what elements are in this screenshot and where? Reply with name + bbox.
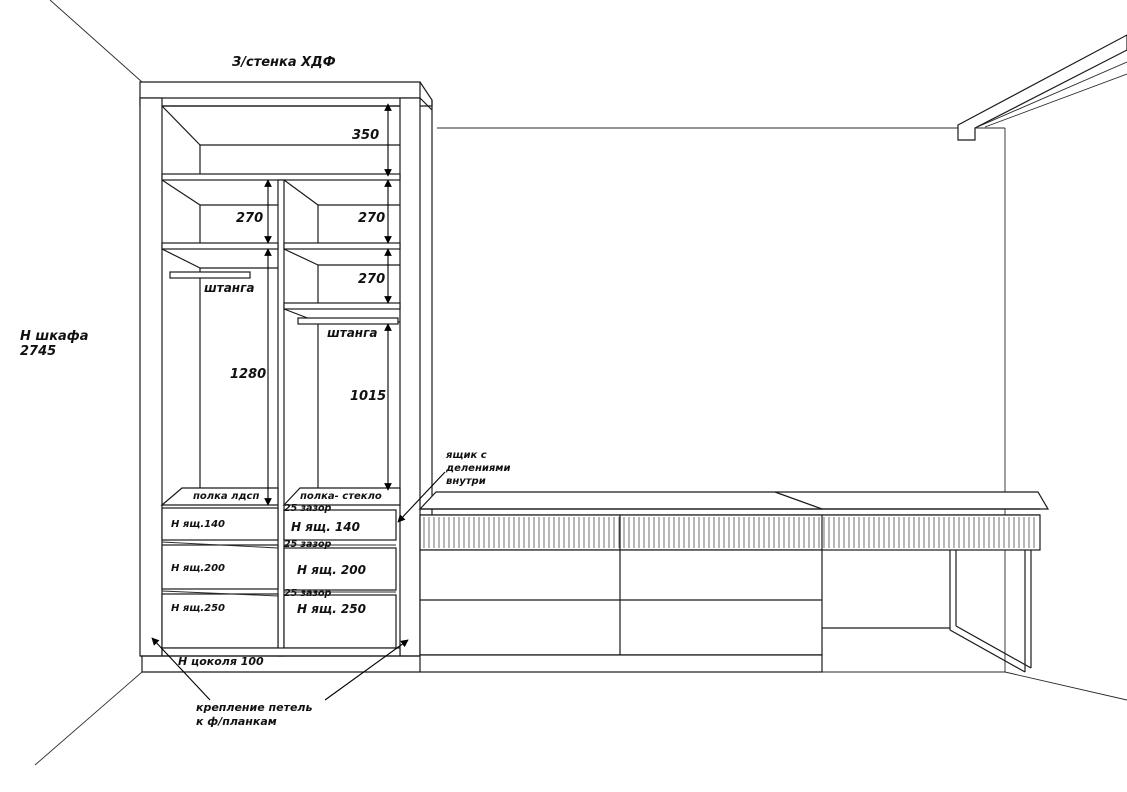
gap3-label: 25 зазор xyxy=(284,588,332,599)
rod-right-label: штанга xyxy=(327,326,377,340)
shelf-right-label: полка- стекло xyxy=(300,491,382,502)
dim-left-shelf: 270 xyxy=(236,211,263,226)
gap1-label: 25 зазор xyxy=(284,503,332,514)
drawer-note-line2: делениями xyxy=(445,463,510,474)
dim-left-hang: 1280 xyxy=(230,367,266,382)
dim-right-shelf2: 270 xyxy=(358,272,385,287)
dimension-lines xyxy=(151,103,446,701)
fluted-front xyxy=(423,517,1035,548)
cabinet-height-label: Н шкафа xyxy=(20,329,88,344)
drawer-left-1: Н ящ.140 xyxy=(171,519,225,530)
drawer-right-3: Н ящ. 250 xyxy=(297,602,366,616)
drawer-right-2: Н ящ. 200 xyxy=(297,563,366,577)
drawer-left-2: Н ящ.200 xyxy=(171,563,225,574)
drawer-left-3: Н ящ.250 xyxy=(171,603,225,614)
back-wall-label: З/стенка ХДФ xyxy=(232,55,336,70)
hinge-note-line1: крепление петель xyxy=(196,701,312,714)
labels: З/стенка ХДФ Н шкафа 2745 350 270 270 27… xyxy=(20,55,510,728)
plinth-label: Н цоколя 100 xyxy=(178,655,264,668)
hinge-note-line2: к ф/планкам xyxy=(196,715,277,728)
rod-left-label: штанга xyxy=(204,281,254,295)
drawer-right-1: Н ящ. 140 xyxy=(291,520,360,534)
cabinet-height-value: 2745 xyxy=(20,344,56,359)
drawer-note-line3: внутри xyxy=(446,476,486,487)
shelf-left-label: полка лдсп xyxy=(193,491,259,502)
gap2-label: 25 зазор xyxy=(284,539,332,550)
dim-right-shelf1: 270 xyxy=(358,211,385,226)
desk xyxy=(418,491,1050,673)
dim-top: 350 xyxy=(352,128,379,143)
wardrobe xyxy=(139,81,433,673)
dim-right-hang: 1015 xyxy=(350,389,386,404)
drawer-note-line1: ящик с xyxy=(445,450,487,461)
